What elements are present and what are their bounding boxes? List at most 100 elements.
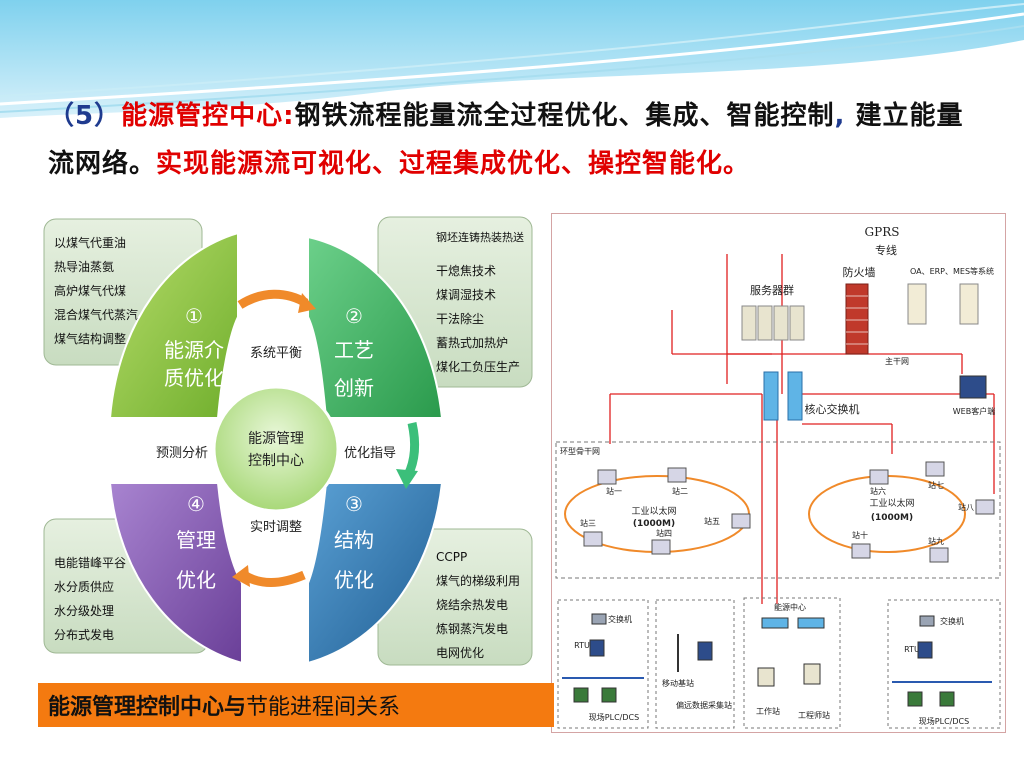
- station-label: 站八: [958, 502, 974, 512]
- server-group-icon: [741, 305, 805, 341]
- label-remote-station: 偏远数据采集站: [676, 700, 732, 710]
- rtu-left-icon: [589, 639, 605, 657]
- title-body-1: 钢铁流程能量流全过程优化、集成、智能控制: [294, 101, 835, 131]
- plc-right-icon: [939, 691, 955, 707]
- q1-line-1: 能源介: [164, 338, 224, 362]
- caption-part-1: 能源管理控制中心与: [48, 695, 247, 720]
- q1-line-2: 质优化: [164, 366, 224, 390]
- q1-number: ①: [185, 304, 203, 328]
- label-gprs: GPRS: [865, 225, 900, 239]
- box-br-item: 煤气的梯级利用: [436, 573, 520, 588]
- box-tr-item: 钢坯连铸热装热送: [436, 230, 524, 244]
- q3-line-2: 优化: [334, 568, 374, 592]
- label-switch-right: 交换机: [940, 616, 964, 626]
- energy-center-box: [743, 597, 841, 729]
- box-tl-item: 混合煤气代蒸汽: [54, 307, 138, 322]
- quadrant-management: [108, 482, 243, 665]
- q4-number: ④: [187, 492, 205, 516]
- plc-right-icon: [907, 691, 923, 707]
- energy-switch-icon: [761, 617, 789, 629]
- workstation-icon: [757, 667, 775, 687]
- caption-bar: 能源管理控制中心与节能进程间关系: [38, 683, 554, 727]
- label-ethernet-right-speed: (1000M): [871, 513, 913, 523]
- q2-number: ②: [345, 304, 363, 328]
- label-web-client: WEB客户端: [953, 406, 995, 416]
- label-realtime: 实时调整: [250, 520, 302, 535]
- label-rtu-right: RTU: [904, 645, 920, 654]
- box-br-item: 电网优化: [436, 646, 484, 660]
- box-tr-item: 蓄热式加热炉: [436, 336, 508, 350]
- label-servers: 服务器群: [750, 283, 794, 297]
- core-switch-icon: [763, 371, 803, 421]
- page-title: （5）能源管控中心:钢铁流程能量流全过程优化、集成、智能控制, 建立能量流网络。…: [48, 92, 988, 188]
- oa-server-icon: [907, 283, 979, 325]
- energy-cycle-diagram: 以煤气代重油 热导油蒸氨 高炉煤气代煤 混合煤气代蒸汽 煤气结构调整 钢坯连铸热…: [43, 216, 533, 666]
- box-br-item: 炼钢蒸汽发电: [436, 621, 508, 636]
- title-body-2: 建立能量流网络。: [48, 101, 964, 179]
- q3-line-1: 结构: [334, 528, 374, 552]
- label-ring-backbone: 环型骨干网: [560, 447, 600, 456]
- label-system-balance: 系统平衡: [250, 346, 302, 361]
- label-optimize: 优化指导: [344, 446, 396, 461]
- arrow-top-head-icon: [298, 293, 316, 313]
- label-plc-left: 现场PLC/DCS: [589, 713, 639, 722]
- q4-line-1: 管理: [176, 528, 216, 552]
- engineer-station-icon: [803, 663, 821, 685]
- box-tr-item: 干熄焦技术: [436, 264, 496, 278]
- label-core-switch: 核心交换机: [805, 402, 860, 416]
- arrow-right-icon: [403, 422, 420, 478]
- box-br-item: CCPP: [436, 550, 467, 564]
- arrow-bottom-head-icon: [232, 565, 250, 587]
- label-ethernet-right: 工业以太网: [869, 497, 914, 509]
- quadrant-process: [307, 235, 444, 419]
- box-tl-item: 热导油蒸氨: [54, 260, 114, 274]
- label-engineer-station: 工程师站: [798, 710, 830, 720]
- caption-part-2: 节能进程间关系: [246, 695, 401, 720]
- field-box-right: [887, 599, 1001, 729]
- label-plc-right: 现场PLC/DCS: [919, 717, 969, 726]
- label-rtu-left: RTU: [574, 641, 590, 650]
- label-energy-center: 能源中心: [774, 602, 806, 612]
- quadrant-energy-medium: [108, 231, 239, 419]
- q2-line-1: 工艺: [334, 338, 374, 362]
- box-tr-item: 煤化工负压生产: [436, 360, 520, 374]
- label-ethernet-left-speed: (1000M): [633, 519, 675, 529]
- title-number: （5）: [48, 101, 122, 131]
- q4-line-2: 优化: [176, 568, 216, 592]
- remote-box: [655, 599, 735, 729]
- box-tl-item: 煤气结构调整: [54, 331, 126, 346]
- label-mobile-station: 移动基站: [662, 678, 694, 688]
- box-tr-item: 干法除尘: [436, 311, 484, 326]
- header-wave-banner: [0, 0, 1024, 118]
- quadrant-structure: [307, 482, 444, 665]
- ring-backbone-box: [555, 441, 1001, 579]
- box-tl-item: 以煤气代重油: [54, 235, 126, 250]
- station-label: 站三: [580, 518, 596, 528]
- label-forecast: 预测分析: [156, 446, 208, 461]
- label-switch-left: 交换机: [608, 614, 632, 624]
- box-bl-item: 分布式发电: [54, 627, 114, 642]
- label-workstation: 工作站: [756, 706, 780, 716]
- rtu-right-icon: [917, 641, 933, 659]
- box-tr-item: 煤调湿技术: [436, 287, 496, 302]
- arrow-right-head-icon: [396, 469, 418, 489]
- label-firewall: 防火墙: [843, 265, 876, 279]
- plc-left-icon: [601, 687, 617, 703]
- box-bl-item: 水分级处理: [54, 604, 114, 618]
- box-tl-item: 高炉煤气代煤: [54, 283, 126, 298]
- energy-network-diagram: GPRS 专线 防火墙 服务器群 OA、ERP、MES等系统 主干网 WEB客户…: [551, 213, 1006, 733]
- center-line-1: 能源管理: [248, 431, 304, 447]
- box-bl-item: 电能错峰平谷: [54, 556, 126, 570]
- station-label: 站七: [928, 480, 944, 490]
- box-bl-item: 水分质供应: [54, 579, 114, 594]
- station-label: 站九: [928, 536, 944, 546]
- label-oa-systems: OA、ERP、MES等系统: [910, 266, 994, 276]
- field-box-left: [557, 599, 649, 729]
- switch-left-icon: [591, 613, 607, 625]
- station-label: 站一: [606, 486, 622, 496]
- station-label: 站四: [656, 528, 672, 538]
- station-label: 站五: [704, 516, 720, 526]
- title-highlight: 实现能源流可视化、过程集成优化、操控智能化。: [156, 149, 751, 179]
- arrow-bottom-icon: [241, 570, 306, 587]
- q2-line-2: 创新: [334, 376, 374, 400]
